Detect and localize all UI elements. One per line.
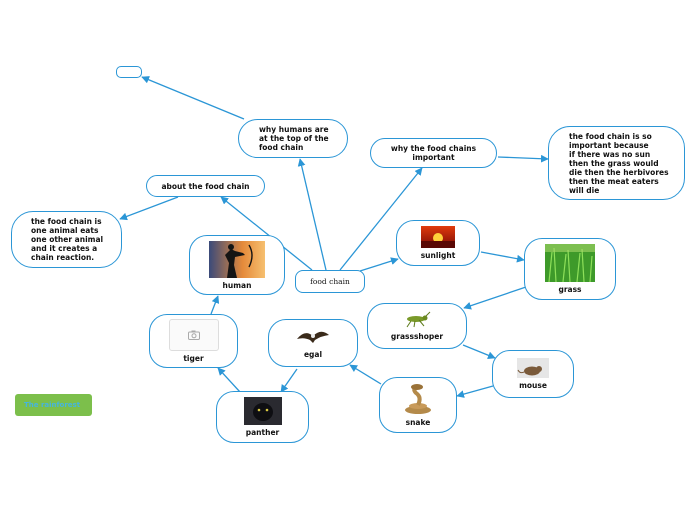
floating-topic-label: The rainforest xyxy=(24,401,81,409)
panther-image xyxy=(243,397,282,425)
topic-why-important[interactable]: why the food chains important xyxy=(370,138,497,168)
grass-image xyxy=(545,244,595,282)
root-node-food-chain[interactable]: food chain xyxy=(295,270,365,293)
grasshopper-image xyxy=(406,311,431,328)
topic-about-label: about the food chain xyxy=(161,181,250,191)
link-root-sunlight xyxy=(359,257,399,272)
node-snake[interactable]: snake xyxy=(379,377,457,433)
topic-about-detail-text: the food chain is one animal eats one ot… xyxy=(31,217,104,262)
node-mouse[interactable]: mouse xyxy=(492,350,574,398)
node-grass[interactable]: grass xyxy=(524,238,616,300)
node-eagle-label: egal xyxy=(303,350,323,359)
mouse-image xyxy=(517,358,549,378)
node-sunlight-label: sunlight xyxy=(420,251,456,260)
node-grasshopper[interactable]: grassshoper xyxy=(367,303,467,349)
link-snake-eagle xyxy=(349,364,382,385)
topic-why-important-detail-text: the food chain is so important because i… xyxy=(569,131,669,195)
node-grasshopper-label: grassshoper xyxy=(390,332,444,341)
eagle-image xyxy=(297,331,329,343)
node-panther[interactable]: panther xyxy=(216,391,309,443)
node-panther-label: panther xyxy=(245,428,280,437)
sunset-image xyxy=(421,226,455,248)
floating-topic-rainforest[interactable]: The rainforest xyxy=(15,394,92,416)
topic-why-important-text: why the food chains important xyxy=(390,144,477,162)
node-human-label: human xyxy=(222,280,252,290)
link-mouse-snake xyxy=(456,385,494,398)
node-grass-label: grass xyxy=(558,285,582,294)
root-label: food chain xyxy=(310,277,350,286)
node-tiger-label: tiger xyxy=(183,354,204,363)
topic-about-detail[interactable]: the food chain is one animal eats one ot… xyxy=(11,211,122,268)
tiger-image-placeholder xyxy=(168,319,219,351)
node-eagle[interactable]: egal xyxy=(268,319,358,367)
node-snake-label: snake xyxy=(405,418,431,427)
topic-why-humans[interactable]: why humans are at the top of the food ch… xyxy=(238,119,348,158)
topic-empty-node[interactable] xyxy=(116,66,142,78)
node-sunlight[interactable]: sunlight xyxy=(396,220,480,266)
snake-image xyxy=(405,384,431,414)
camera-icon xyxy=(187,330,200,340)
link-grasshopper-mouse xyxy=(462,344,496,359)
link-about-detail xyxy=(119,196,179,221)
link-eagle-panther xyxy=(280,368,298,393)
topic-why-humans-text: why humans are at the top of the food ch… xyxy=(259,125,329,152)
link-why-humans-child xyxy=(141,76,245,120)
link-tiger-human xyxy=(210,295,220,315)
human-archer-image xyxy=(209,240,265,278)
node-tiger[interactable]: tiger xyxy=(149,314,238,368)
topic-why-important-detail[interactable]: the food chain is so important because i… xyxy=(548,126,685,200)
link-panther-tiger xyxy=(217,367,241,393)
link-root-about xyxy=(220,196,313,271)
link-grass-grasshopper xyxy=(463,286,527,310)
topic-about[interactable]: about the food chain xyxy=(146,175,265,197)
link-why-important-detail xyxy=(497,154,549,163)
node-human[interactable]: human xyxy=(189,235,285,295)
link-root-why-humans xyxy=(297,158,327,271)
link-sunlight-grass xyxy=(480,251,525,263)
node-mouse-label: mouse xyxy=(519,381,547,390)
link-root-why-important xyxy=(339,167,423,271)
